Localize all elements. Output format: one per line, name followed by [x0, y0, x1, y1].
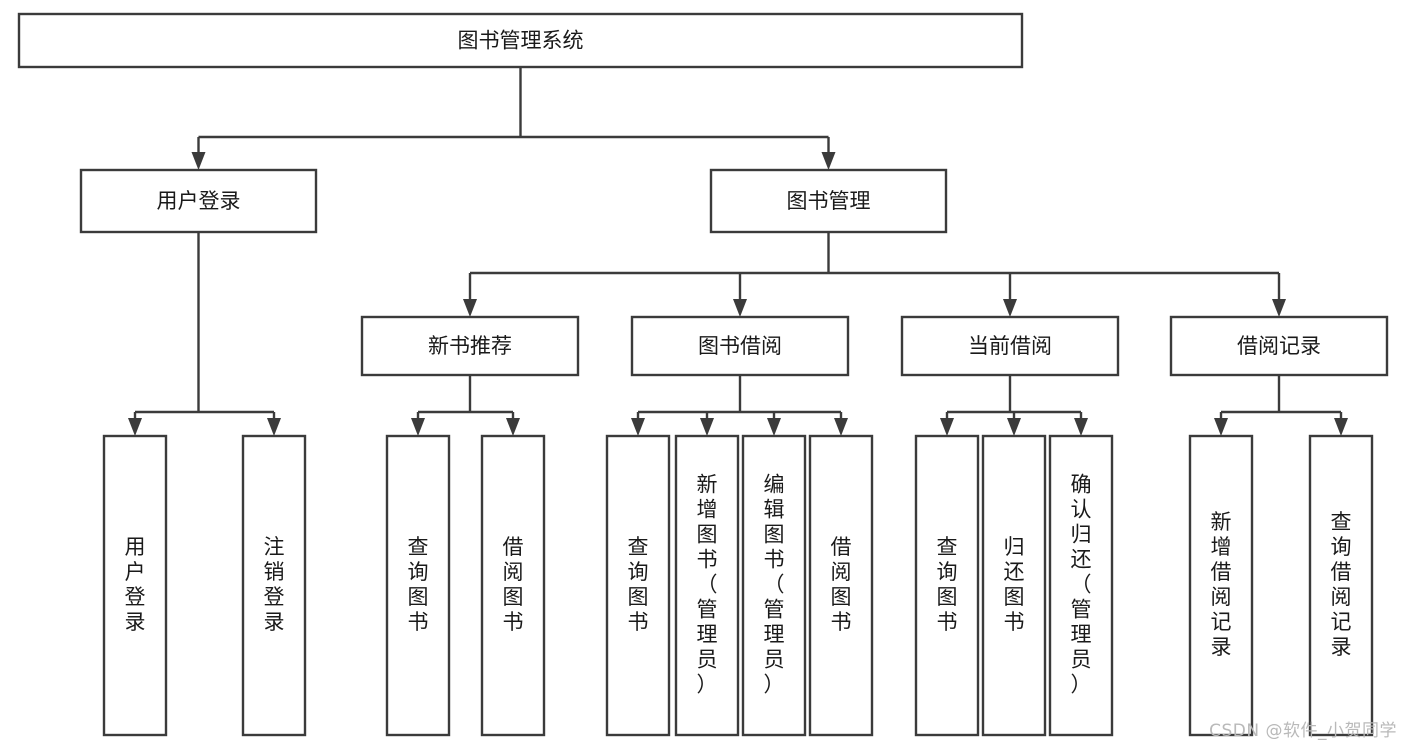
node-box-new-book-recommend	[360, 315, 580, 377]
node-borrow-record[interactable]: 借阅记录	[1169, 315, 1389, 377]
node-label-new-book-recommend: 新书推荐	[428, 334, 512, 358]
arrow-head-leaf-query-book-1	[411, 418, 425, 436]
arrow-head-user-login	[191, 152, 206, 170]
node-label-leaf-user-login: 用户登录	[125, 535, 146, 634]
node-box-leaf-logout-login	[241, 434, 307, 737]
node-current-borrow[interactable]: 当前借阅	[900, 315, 1120, 377]
node-label-book-management: 图书管理	[787, 189, 871, 213]
node-label-leaf-add-borrow-record: 新增借阅记录	[1211, 510, 1232, 659]
arrow-head-leaf-query-borrow-record	[1334, 418, 1348, 436]
arrow-head-leaf-edit-book	[767, 418, 781, 436]
node-label-leaf-query-book-3: 查询图书	[937, 535, 958, 634]
arrow-head-borrow-record	[1272, 299, 1286, 317]
arrow-head-current-borrow	[1003, 299, 1017, 317]
node-label-leaf-query-book-1: 查询图书	[408, 535, 429, 634]
node-label-user-login: 用户登录	[157, 189, 241, 213]
node-leaf-edit-book[interactable]: 编辑图书（管理员）	[741, 434, 807, 737]
arrow-head-leaf-confirm-return	[1074, 418, 1088, 436]
arrow-head-leaf-user-login	[128, 418, 142, 436]
node-label-leaf-edit-book: 编辑图书（管理员）	[764, 473, 785, 697]
node-box-user-login	[79, 168, 318, 234]
node-box-leaf-return-book	[981, 434, 1047, 737]
node-book-borrow[interactable]: 图书借阅	[630, 315, 850, 377]
node-leaf-query-book-2[interactable]: 查询图书	[605, 434, 671, 737]
node-box-root	[17, 12, 1024, 69]
node-box-leaf-add-borrow-record	[1188, 434, 1254, 737]
node-leaf-confirm-return[interactable]: 确认归还（管理员）	[1048, 434, 1114, 737]
node-label-leaf-borrow-book-1: 借阅图书	[503, 535, 524, 634]
arrow-head-new-book-recommend	[463, 299, 477, 317]
node-label-leaf-return-book: 归还图书	[1004, 535, 1025, 634]
arrow-head-leaf-query-book-3	[940, 418, 954, 436]
node-label-leaf-borrow-book-2: 借阅图书	[831, 535, 852, 634]
node-label-leaf-query-borrow-record: 查询借阅记录	[1331, 510, 1352, 659]
node-root[interactable]: 图书管理系统	[17, 12, 1024, 69]
connectors-layer	[128, 67, 1348, 436]
csdn-watermark: CSDN @软件_小贺同学	[1209, 721, 1397, 741]
node-leaf-add-book[interactable]: 新增图书（管理员）	[674, 434, 740, 737]
node-leaf-logout-login[interactable]: 注销登录	[241, 434, 307, 737]
node-box-borrow-record	[1169, 315, 1389, 377]
node-box-book-management	[709, 168, 948, 234]
node-book-management[interactable]: 图书管理	[709, 168, 948, 234]
node-label-current-borrow: 当前借阅	[968, 334, 1052, 358]
node-user-login[interactable]: 用户登录	[79, 168, 318, 234]
node-box-leaf-query-book-2	[605, 434, 671, 737]
arrow-head-leaf-query-book-2	[631, 418, 645, 436]
node-leaf-query-borrow-record[interactable]: 查询借阅记录	[1308, 434, 1374, 737]
arrow-head-leaf-add-book	[700, 418, 714, 436]
node-leaf-query-book-3[interactable]: 查询图书	[914, 434, 980, 737]
arrow-head-book-borrow	[733, 299, 747, 317]
node-leaf-borrow-book-1[interactable]: 借阅图书	[480, 434, 546, 737]
node-label-borrow-record: 借阅记录	[1237, 334, 1321, 358]
node-box-leaf-confirm-return	[1048, 434, 1114, 737]
node-label-leaf-confirm-return: 确认归还（管理员）	[1071, 473, 1092, 697]
node-leaf-add-borrow-record[interactable]: 新增借阅记录	[1188, 434, 1254, 737]
node-leaf-query-book-1[interactable]: 查询图书	[385, 434, 451, 737]
node-label-root: 图书管理系统	[458, 29, 584, 53]
node-box-leaf-query-book-1	[385, 434, 451, 737]
node-box-leaf-borrow-book-1	[480, 434, 546, 737]
node-box-leaf-borrow-book-2	[808, 434, 874, 737]
arrow-head-leaf-logout-login	[267, 418, 281, 436]
node-label-leaf-query-book-2: 查询图书	[628, 535, 649, 634]
arrow-head-leaf-add-borrow-record	[1214, 418, 1228, 436]
arrow-head-book-management	[821, 152, 836, 170]
node-label-book-borrow: 图书借阅	[698, 334, 782, 358]
node-box-current-borrow	[900, 315, 1120, 377]
node-label-leaf-logout-login: 注销登录	[264, 535, 285, 634]
node-box-leaf-edit-book	[741, 434, 807, 737]
node-box-book-borrow	[630, 315, 850, 377]
node-box-leaf-user-login	[102, 434, 168, 737]
node-box-leaf-query-book-3	[914, 434, 980, 737]
node-leaf-borrow-book-2[interactable]: 借阅图书	[808, 434, 874, 737]
node-leaf-return-book[interactable]: 归还图书	[981, 434, 1047, 737]
arrow-head-leaf-borrow-book-2	[834, 418, 848, 436]
arrow-head-leaf-borrow-book-1	[506, 418, 520, 436]
node-label-leaf-add-book: 新增图书（管理员）	[697, 473, 718, 697]
node-new-book-recommend[interactable]: 新书推荐	[360, 315, 580, 377]
nodes-layer: 图书管理系统用户登录图书管理新书推荐图书借阅当前借阅借阅记录用户登录注销登录查询…	[17, 12, 1389, 737]
arrow-head-leaf-return-book	[1007, 418, 1021, 436]
node-box-leaf-add-book	[674, 434, 740, 737]
node-box-leaf-query-borrow-record	[1308, 434, 1374, 737]
node-leaf-user-login[interactable]: 用户登录	[102, 434, 168, 737]
